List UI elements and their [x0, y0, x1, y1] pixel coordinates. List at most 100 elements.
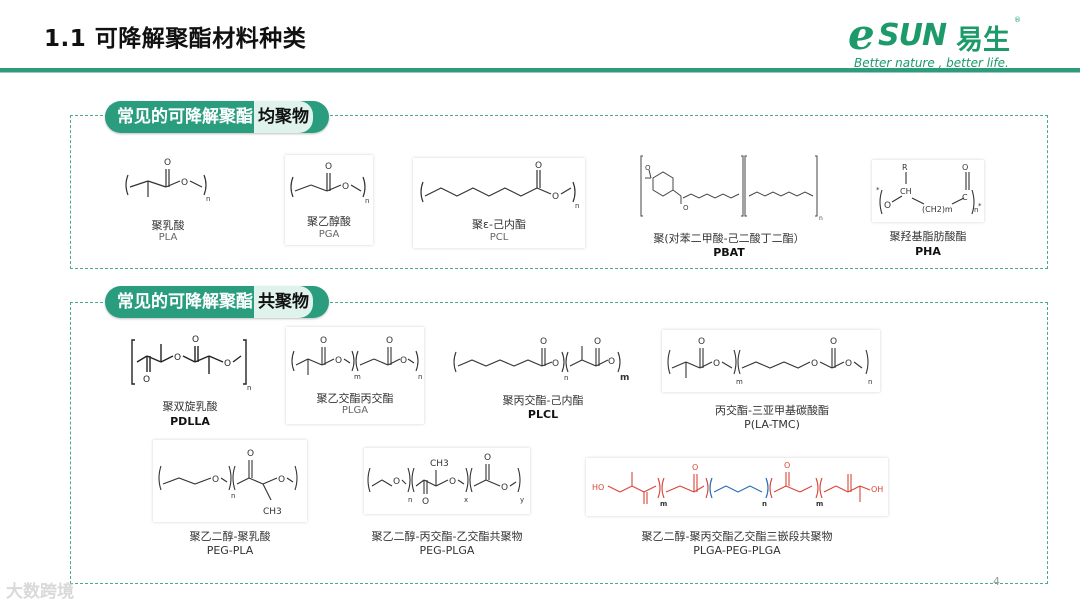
svg-text:O: O: [484, 453, 491, 463]
pha-name-en: PHA: [915, 245, 941, 258]
svg-text:O: O: [192, 335, 199, 345]
svg-text:n: n: [418, 373, 422, 381]
svg-text:n: n: [231, 492, 235, 500]
triblock-label-block: 聚乙二醇-聚丙交酯乙交酯三嵌段共聚物 PLGA-PEG-PLGA: [612, 528, 862, 562]
svg-text:O: O: [422, 497, 429, 507]
pga-name-en: PGA: [318, 229, 340, 240]
svg-text:n: n: [974, 206, 978, 214]
svg-text:O: O: [594, 337, 601, 347]
svg-text:m: m: [660, 500, 667, 508]
svg-text:n: n: [206, 195, 210, 203]
svg-text:O: O: [212, 475, 219, 485]
svg-text:(CH2)m: (CH2)m: [922, 205, 953, 214]
logo-chinese: 易生: [956, 25, 1010, 56]
svg-text:O: O: [335, 356, 342, 366]
svg-text:m: m: [736, 378, 743, 386]
svg-text:O: O: [164, 158, 171, 168]
watermark: 大数跨境: [6, 582, 74, 602]
pcl-structure: O O n: [420, 161, 579, 210]
svg-text:n: n: [575, 202, 579, 210]
svg-text:n: n: [365, 197, 369, 205]
pegplga-structure: O n O CH3 O x O O y: [367, 453, 524, 507]
latmc-name-cn: 丙交酯-三亚甲基碳酸酯: [715, 404, 829, 417]
section-tag-highlight: 均聚物: [254, 101, 313, 133]
svg-text:C: C: [962, 193, 968, 202]
structure-card-triblock: HO m O n O m OH: [586, 458, 888, 516]
svg-text:O: O: [713, 359, 720, 369]
svg-text:n: n: [564, 374, 568, 382]
triblock-name-en: PLGA-PEG-PLGA: [693, 544, 781, 557]
svg-text:O: O: [645, 164, 651, 172]
pegplga-name-cn: 聚乙二醇-丙交酯-乙交酯共聚物: [371, 530, 523, 543]
svg-text:n: n: [819, 215, 823, 222]
svg-text:n: n: [868, 378, 872, 386]
section-tag-prefix: 常见的可降解聚酯: [117, 292, 253, 312]
structure-card-pha: * O R CH (CH2)m O C n *: [872, 160, 984, 222]
svg-text:O: O: [224, 359, 231, 369]
plga-name-cn: 聚乙交酯丙交酯: [316, 392, 394, 405]
svg-text:m: m: [816, 500, 823, 508]
logo-registered: ®: [1014, 16, 1021, 24]
pha-name-cn: 聚羟基脂肪酸酯: [889, 230, 967, 243]
page-number: 4: [993, 575, 1000, 588]
svg-text:O: O: [698, 337, 705, 347]
structure-card-pla: O O n 聚乳酸 PLA: [118, 145, 218, 245]
svg-text:O: O: [962, 163, 968, 172]
copolymer-section-tag: 常见的可降解聚酯共聚物: [105, 286, 329, 318]
svg-text:O: O: [247, 449, 254, 459]
svg-text:O: O: [552, 359, 559, 369]
logo-e-mark: e: [848, 10, 875, 59]
latmc-name-en: P(LA-TMC): [744, 418, 800, 431]
svg-text:O: O: [830, 337, 837, 347]
svg-text:O: O: [552, 192, 559, 202]
triblock-structure: HO m O n O m OH: [592, 461, 883, 508]
svg-text:O: O: [400, 356, 407, 366]
structure-card-pegpla: O n O O CH3: [153, 440, 307, 522]
svg-text:O: O: [811, 359, 818, 369]
plcl-structure: O O n O O m: [453, 337, 629, 383]
plga-name-en: PLGA: [341, 405, 369, 416]
svg-text:O: O: [174, 353, 181, 363]
latmc-label-block: 丙交酯-三亚甲基碳酸酯 P(LA-TMC): [672, 402, 872, 436]
pla-name-en: PLA: [158, 232, 178, 243]
svg-text:m: m: [354, 373, 361, 381]
structure-card-pcl: O O n 聚ε-己内酯 PCL: [413, 158, 585, 248]
homopolymer-section-box: [70, 115, 1048, 269]
structure-card-pbat: O O n 聚(对苯二甲酸-己二酸丁二酯） PBAT: [635, 148, 823, 263]
svg-text:O: O: [608, 357, 615, 367]
structure-card-pga: O O n 聚乙醇酸 PGA: [285, 155, 373, 245]
svg-text:O: O: [320, 336, 327, 346]
page-title: 1.1 可降解聚酯材料种类: [44, 26, 307, 52]
svg-text:O: O: [278, 475, 285, 485]
pbat-structure: O O n: [640, 155, 823, 222]
pga-name-cn: 聚乙醇酸: [307, 215, 351, 228]
structure-card-plga: O O m O O n 聚乙交酯丙交酯 PLGA: [286, 327, 424, 424]
pbat-name-cn: 聚(对苯二甲酸-己二酸丁二酯）: [653, 232, 805, 245]
pha-label-block: 聚羟基脂肪酸酯 PHA: [862, 228, 994, 262]
svg-text:O: O: [884, 201, 891, 211]
pbat-name-en: PBAT: [713, 246, 745, 259]
svg-text:O: O: [449, 477, 456, 487]
logo-slogan: Better nature , better life.: [854, 56, 1009, 70]
plcl-name-en: PLCL: [527, 408, 559, 421]
latmc-structure: O O m O O O n: [667, 337, 872, 386]
triblock-name-cn: 聚乙二醇-聚丙交酯乙交酯三嵌段共聚物: [641, 530, 833, 543]
pegplga-name-en: PEG-PLGA: [419, 544, 475, 557]
plga-structure: O O m O O n: [291, 336, 422, 381]
svg-text:R: R: [902, 163, 908, 172]
svg-text:O: O: [683, 204, 689, 212]
pegpla-name-cn: 聚乙二醇-聚乳酸: [189, 530, 271, 543]
homopolymer-section-tag: 常见的可降解聚酯均聚物: [105, 101, 329, 133]
svg-text:O: O: [692, 463, 698, 472]
svg-text:HO: HO: [592, 483, 604, 492]
svg-text:CH3: CH3: [430, 459, 449, 469]
svg-text:O: O: [501, 483, 508, 493]
pcl-name-en: PCL: [489, 232, 509, 243]
svg-text:O: O: [342, 182, 349, 192]
svg-text:OH: OH: [871, 485, 883, 494]
structure-card-latmc: O O m O O O n: [662, 330, 880, 392]
pla-name-cn: 聚乳酸: [151, 219, 185, 232]
svg-text:n: n: [247, 384, 251, 392]
pla-structure: O O n: [125, 158, 210, 203]
svg-text:O: O: [535, 161, 542, 171]
